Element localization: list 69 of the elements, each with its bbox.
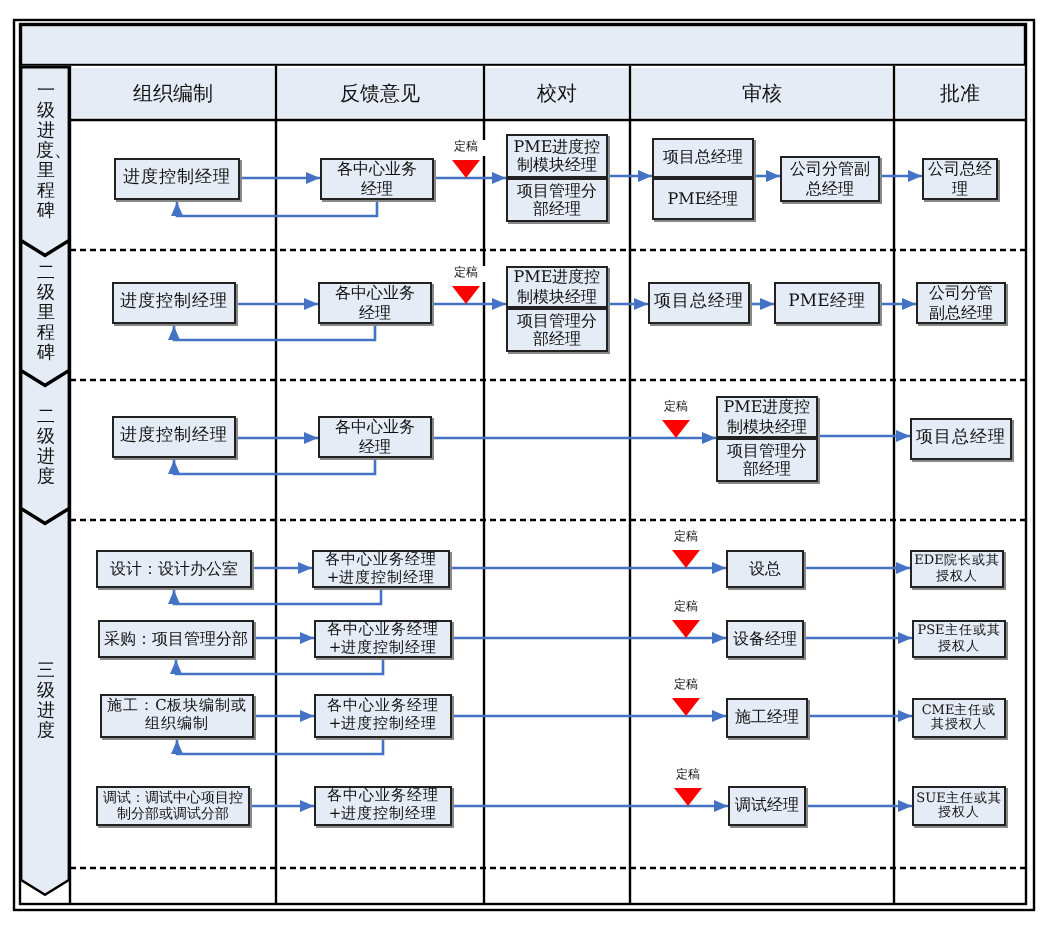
process-box: 设总	[726, 550, 804, 588]
column-header: 组织编制	[72, 68, 274, 118]
arrow	[752, 298, 774, 310]
process-box: 各中心业务经理	[318, 416, 432, 458]
process-box: 施工经理	[726, 698, 808, 738]
process-box: 公司总经理	[922, 158, 998, 200]
arrow	[806, 562, 910, 574]
arrow	[170, 660, 385, 676]
process-box: 项目总经理	[648, 282, 750, 324]
arrow	[168, 460, 377, 476]
arrow	[882, 298, 916, 310]
arrow	[434, 420, 716, 444]
process-box: 公司分管副总经理	[916, 282, 1006, 324]
arrow	[436, 160, 506, 184]
process-box: 项目管理分部经理	[506, 178, 608, 222]
arrow	[882, 170, 922, 182]
process-box: 采购：项目管理分部	[98, 620, 254, 658]
lane-header	[20, 240, 70, 386]
lane-title: 三级进度	[36, 662, 56, 742]
lane-header	[20, 66, 70, 256]
process-box: 公司分管副总经理	[780, 156, 880, 202]
process-box: 项目管理分部经理	[506, 308, 608, 352]
column-header: 反馈意见	[278, 68, 482, 118]
lane-header	[20, 370, 70, 524]
lane-title: 二级进度	[36, 407, 56, 487]
arrow	[171, 740, 385, 756]
process-box: 项目总经理	[652, 138, 754, 178]
process-box: 进度控制经理	[112, 416, 236, 458]
arrow	[454, 788, 728, 812]
arrow	[238, 298, 318, 310]
lane-title: 二级里程碑	[36, 263, 56, 363]
arrow	[434, 286, 506, 310]
process-box: 设备经理	[726, 620, 804, 658]
arrow	[256, 710, 314, 722]
process-box: 设计：设计办公室	[96, 550, 252, 588]
arrow	[168, 590, 383, 606]
column-header: 审核	[632, 68, 892, 118]
arrow	[168, 326, 377, 342]
arrow	[810, 710, 912, 722]
column-header: 校对	[486, 68, 628, 118]
arrow	[171, 202, 379, 218]
process-box: 项目总经理	[910, 418, 1012, 460]
process-box: 项目管理分部经理	[716, 438, 818, 482]
process-box: PME进度控制模块经理	[506, 134, 608, 178]
arrow	[452, 550, 726, 574]
arrow	[242, 172, 320, 184]
arrow	[454, 698, 726, 722]
process-box: 进度控制经理	[114, 158, 240, 200]
process-box: 进度控制经理	[112, 282, 236, 324]
arrow	[808, 800, 912, 812]
arrow	[820, 430, 910, 442]
process-box: PME进度控制模块经理	[506, 266, 608, 308]
arrow	[454, 620, 726, 644]
arrow	[610, 170, 652, 182]
process-box: PME进度控制模块经理	[716, 396, 818, 438]
arrow	[806, 632, 912, 644]
column-header: 批准	[896, 68, 1024, 118]
arrow	[756, 170, 780, 182]
process-box: 各中心业务经理	[318, 282, 432, 324]
process-box: PME经理	[652, 178, 754, 220]
arrow	[610, 298, 648, 310]
lane-title: 一级进度、里程碑	[36, 81, 56, 221]
arrow	[252, 800, 314, 812]
arrow	[256, 632, 314, 644]
process-box: 调试经理	[728, 786, 806, 826]
arrow	[254, 562, 312, 574]
arrow	[238, 432, 318, 444]
process-box: 各中心业务经理	[320, 158, 434, 200]
process-box: PME经理	[774, 282, 880, 324]
